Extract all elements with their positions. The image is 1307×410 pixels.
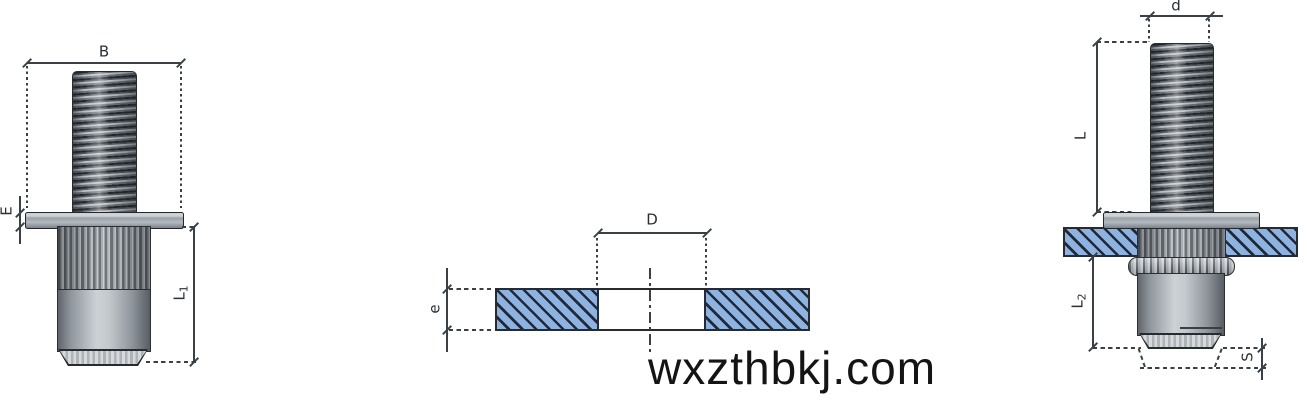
- dim-label-S: S: [1238, 352, 1257, 362]
- dim-e-connector-bottom: [449, 329, 494, 331]
- body-edge-line: [1180, 327, 1222, 329]
- dim-label-L: L: [1071, 131, 1090, 141]
- plate-hatch-left: [495, 288, 599, 331]
- dim-B-extension-right: [180, 66, 183, 208]
- dim-S-connector-top: [1223, 347, 1268, 349]
- threaded-stud: [72, 71, 137, 214]
- dim-L-connector-top: [1097, 41, 1148, 43]
- dim-d-extension-right: [1208, 19, 1211, 42]
- dim-D-extension-right: [705, 238, 708, 286]
- dim-L1-connector-bottom: [146, 361, 198, 363]
- knurled-body-through-plate: [1137, 227, 1226, 260]
- dim-S-connector-bottom: [1140, 367, 1268, 369]
- dim-d-line: [1140, 15, 1223, 17]
- hole-centerline: [649, 268, 651, 352]
- dim-D-extension-left: [596, 238, 599, 286]
- dim-e-connector-top: [449, 288, 494, 290]
- dim-d-extension-left: [1148, 19, 1151, 42]
- dim-e-line: [446, 268, 448, 352]
- dim-L2-connector-bottom: [1093, 347, 1141, 349]
- flange: [1103, 212, 1260, 229]
- dim-S-taper-projection-right: [1213, 348, 1223, 369]
- dim-label-B: B: [98, 42, 110, 61]
- watermark-text: wxzthbkj.com: [648, 342, 937, 394]
- dim-L1-connector-top: [182, 226, 197, 228]
- dim-D-line: [598, 232, 707, 234]
- dim-B-line: [27, 62, 181, 64]
- tapered-tail: [1139, 333, 1222, 349]
- dim-L2-line: [1092, 257, 1094, 347]
- dim-L-line: [1096, 42, 1098, 212]
- tapered-tail: [58, 349, 148, 366]
- dim-E-line: [19, 196, 21, 244]
- dim-L-connector-bottom: [1097, 211, 1133, 213]
- knurled-body: [57, 226, 151, 292]
- dim-B-extension-left: [26, 66, 29, 208]
- dim-S-line: [1261, 338, 1263, 380]
- dim-L1-line: [193, 227, 195, 363]
- dim-label-D: D: [646, 210, 658, 229]
- threaded-stud: [1150, 43, 1214, 214]
- plate-hatch-right: [704, 288, 810, 331]
- dim-S-taper-projection-left: [1137, 348, 1147, 369]
- dim-label-L2: L2: [1068, 293, 1089, 309]
- dim-label-d: d: [1171, 0, 1181, 15]
